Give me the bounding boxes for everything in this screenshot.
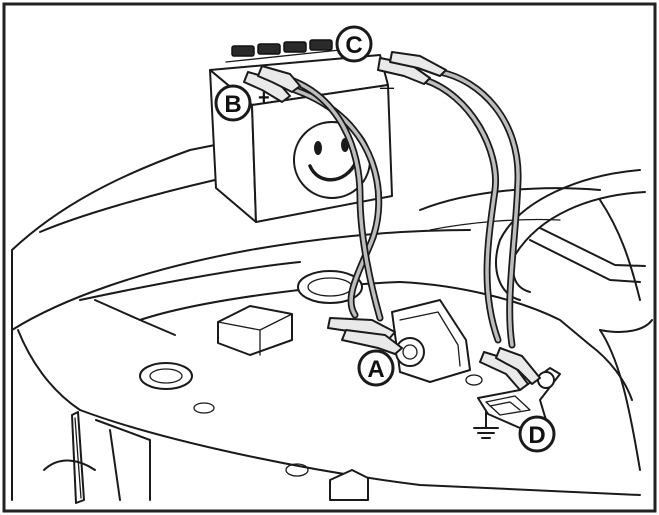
jumper-cables xyxy=(281,68,522,349)
callout-a-label: A xyxy=(367,356,384,383)
callout-d: D xyxy=(518,415,556,453)
callout-c: C xyxy=(335,25,373,63)
callout-b: B xyxy=(214,84,252,122)
ground-icon xyxy=(473,411,499,439)
battery-caps xyxy=(225,39,341,63)
connection-point-d xyxy=(477,347,561,429)
callout-d-label: D xyxy=(528,422,545,449)
connection-point-a xyxy=(327,299,471,383)
callout-b-label: B xyxy=(224,91,241,118)
battery-negative-symbol: — xyxy=(380,79,394,95)
machine-body xyxy=(11,141,641,501)
battery-positive-symbol: + xyxy=(258,87,270,109)
steering-wheel xyxy=(495,169,653,401)
lower-left-parts xyxy=(43,411,369,504)
battery xyxy=(209,39,393,223)
callout-a: A xyxy=(357,349,395,387)
battery-clamps xyxy=(243,51,447,103)
callout-c-label: C xyxy=(345,32,362,59)
